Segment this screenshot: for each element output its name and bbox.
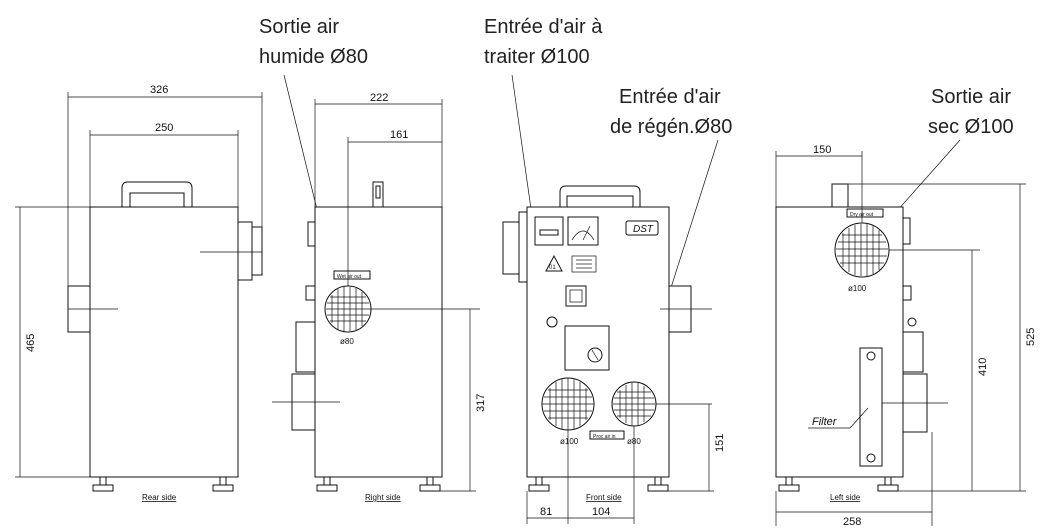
front-brand-box: [625, 220, 659, 236]
rear-foot-left-stem: [99, 476, 107, 486]
dim-left-height-410: 410: [977, 358, 989, 376]
front-inlet-left-flange: [518, 211, 528, 283]
callout-wet-out-line2: humide Ø80: [259, 46, 368, 68]
front-proc-air-label: Proc air in: [593, 434, 616, 440]
dim-rear-width: 326: [150, 84, 168, 96]
rear-foot-right-stem: [219, 476, 227, 486]
front-proc-air-label-box: [589, 430, 625, 440]
view-label-rear: Rear side: [142, 493, 177, 502]
left-grille-mesh: [836, 224, 888, 276]
right-grille-diameter: ø80: [340, 337, 354, 346]
front-inlet-left: [502, 221, 520, 275]
front-meter-arc: [571, 230, 595, 241]
dim-left-height-525: 525: [1025, 328, 1037, 346]
right-foot-right-stem: [426, 476, 434, 486]
right-foot-left-stem: [323, 476, 331, 486]
right-wet-air-label: Wet air out: [337, 274, 362, 280]
rear-foot-right: [212, 484, 234, 492]
front-foot-right-stem: [654, 476, 662, 486]
rear-foot-left: [92, 484, 114, 492]
front-foot-right: [647, 484, 669, 492]
left-foot-left: [778, 484, 800, 492]
dim-right-width: 222: [370, 92, 388, 104]
right-fitting-mid: [305, 285, 316, 301]
front-grille-100-mesh: [542, 378, 594, 430]
view-label-front: Front side: [586, 493, 622, 502]
left-dry-air-label-box: [846, 208, 884, 218]
left-foot-left-stem: [785, 476, 793, 486]
rear-outlet-right: [251, 226, 263, 276]
left-body: [775, 206, 904, 478]
dim-rear-height: 465: [25, 334, 37, 352]
front-symbol-box: [571, 255, 597, 273]
rear-outlet-right-flange: [237, 221, 253, 281]
view-label-right: Right side: [365, 493, 401, 502]
left-fitting-mid: [902, 285, 912, 301]
dim-front-left: 81: [540, 506, 552, 518]
right-handle-inner: [375, 185, 381, 199]
right-grille-mesh: [326, 287, 370, 331]
front-brand: DST: [633, 224, 654, 235]
left-grille-diameter: ø100: [848, 284, 867, 293]
right-wet-air-label-box: [333, 270, 371, 280]
left-filter-screw-bottom: [866, 453, 876, 463]
right-foot-right: [419, 484, 441, 492]
dim-front-height: 151: [714, 434, 726, 452]
front-meter-needle: [582, 225, 591, 241]
dim-front-mid: 104: [592, 506, 610, 518]
callout-regen-in-line2: de régén.Ø80: [610, 116, 732, 138]
left-filter-leader: [849, 407, 869, 429]
left-filter-screw-top: [866, 351, 876, 361]
dim-right-offset: 161: [390, 129, 408, 141]
front-handle: [559, 185, 641, 207]
front-humidistat: [564, 325, 610, 371]
rear-body: [89, 206, 239, 478]
right-fitting-top: [307, 221, 316, 247]
dim-left-width: 258: [843, 516, 861, 528]
left-screw-icon: [907, 317, 917, 327]
left-fitting-top: [902, 217, 911, 245]
callout-dry-out-line2: sec Ø100: [928, 116, 1014, 138]
front-grille-80-mesh: [613, 383, 655, 425]
right-foot-left: [316, 484, 338, 492]
front-connector-inner: [569, 289, 583, 303]
left-handle: [831, 183, 849, 208]
rear-handle-inner: [129, 192, 185, 207]
view-label-left: Left side: [830, 493, 861, 502]
front-screw-icon: [546, 316, 558, 328]
front-foot-left: [528, 484, 550, 492]
front-foot-left-stem: [535, 476, 543, 486]
callout-wet-out-line1: Sortie air: [259, 16, 339, 38]
dim-rear-inner: 250: [155, 122, 173, 134]
callout-dry-out-line1: Sortie air: [931, 86, 1011, 108]
dim-left-offset: 150: [813, 144, 831, 156]
dim-right-height: 317: [475, 394, 487, 412]
front-humidistat-knob[interactable]: [587, 347, 603, 363]
left-foot-right-stem: [884, 476, 892, 486]
front-handle-inner: [566, 195, 634, 207]
front-connector: [565, 285, 587, 307]
left-outlet-upper: [902, 331, 924, 373]
callout-process-in-line2: traiter Ø100: [484, 46, 590, 68]
left-foot-right: [877, 484, 899, 492]
rear-view: 326 250 465 Rear side: [15, 84, 263, 502]
left-filter-label: Filter: [812, 416, 838, 428]
front-warning-text: 01: [549, 265, 556, 271]
front-grille-100-diameter: ø100: [560, 437, 579, 446]
rear-handle: [121, 181, 193, 207]
warning-triangle-icon: [545, 254, 563, 272]
callout-regen-in-line1: Entrée d'air: [619, 86, 721, 108]
right-body: [314, 206, 443, 478]
right-view: Wet air out ø80 222 161: [272, 92, 487, 502]
right-outlet-upper: [295, 321, 316, 373]
left-view: Dry air out ø100 Filter: [775, 144, 1037, 528]
callout-process-in-line1: Entrée d'air à: [484, 16, 603, 38]
front-switch[interactable]: [539, 229, 559, 236]
front-view: DST 01: [502, 185, 726, 524]
left-filter: [859, 347, 883, 467]
